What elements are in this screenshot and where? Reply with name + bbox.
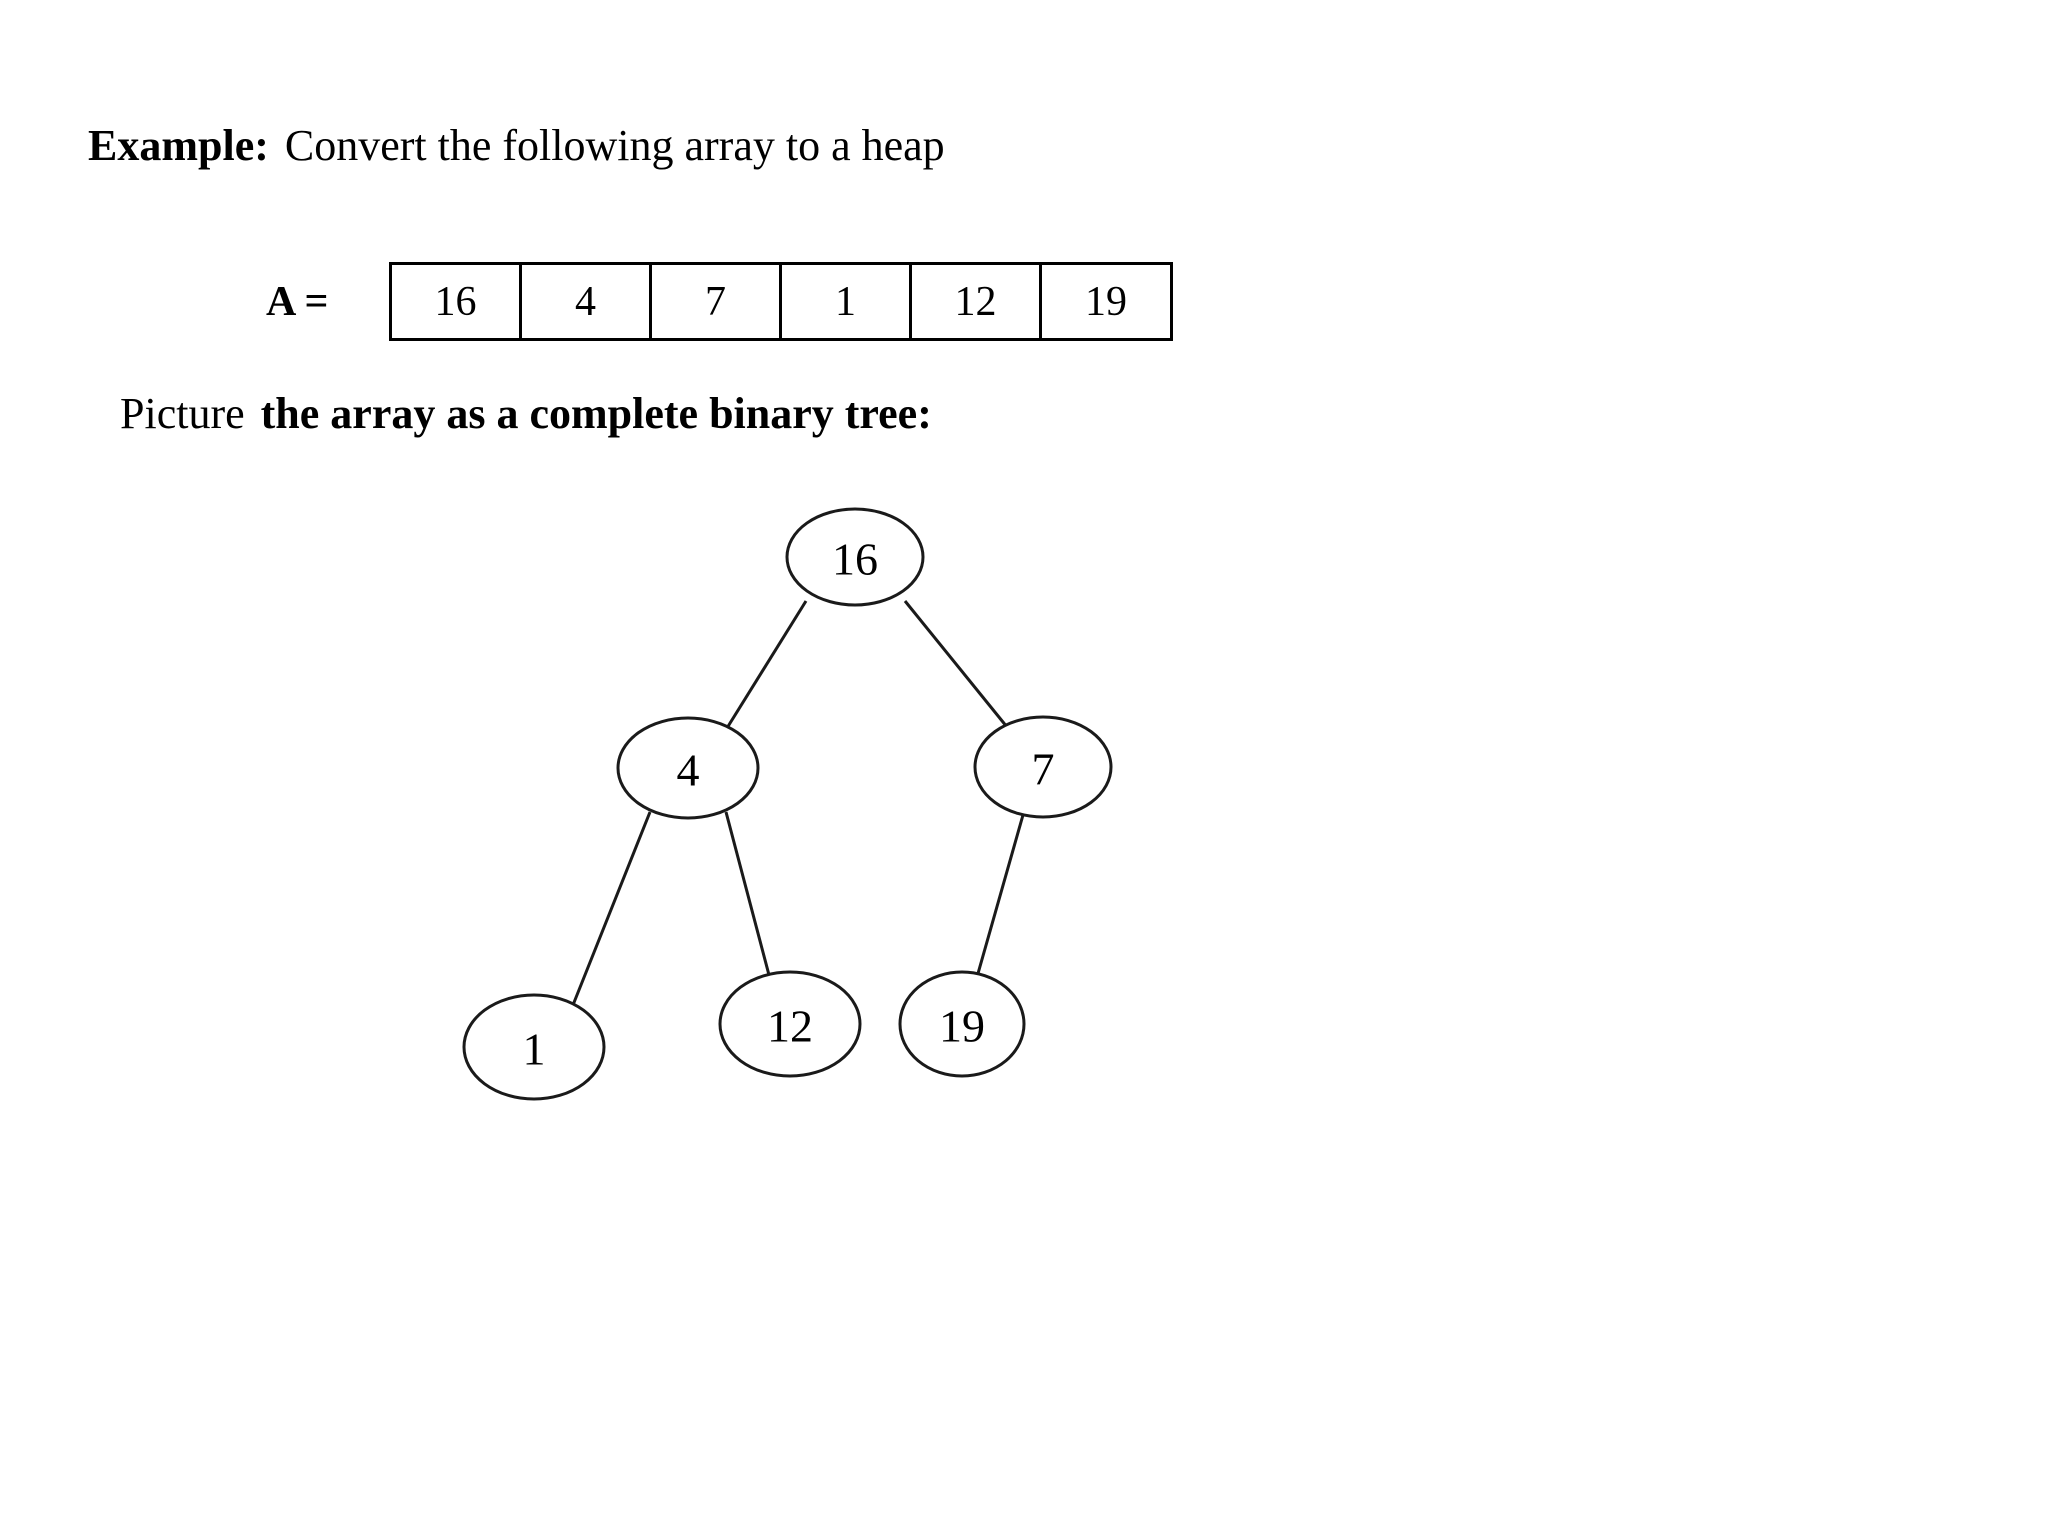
array-row: A = 16 4 7 1 12 19 [266, 262, 1173, 341]
node-circle-1[interactable] [462, 993, 606, 1101]
page-title-bold: Example: [88, 121, 269, 170]
node-circle-7[interactable] [973, 715, 1113, 819]
node-circle-16[interactable] [785, 507, 925, 607]
tree-node-root[interactable]: 16 [785, 507, 925, 607]
node-circle-19[interactable] [898, 970, 1026, 1078]
tree-node-right[interactable]: 7 [973, 715, 1113, 819]
edge-4-to-12 [724, 811, 771, 976]
edge-16-to-4 [725, 600, 808, 729]
node-label-12: 12 [767, 1001, 813, 1052]
page-title-normal: Convert the following array to a heap [284, 121, 945, 170]
page-title: Example: Convert the following array to a… [88, 121, 945, 170]
tree-edges [571, 600, 1025, 1006]
node-label-4: 4 [677, 745, 700, 796]
subtitle: Picture the array as a complete binary tr… [120, 389, 932, 438]
subtitle-bold: the array as a complete binary tree: [260, 389, 932, 438]
tree-node-leaf-19[interactable]: 19 [898, 970, 1026, 1078]
node-circle-12[interactable] [718, 970, 862, 1078]
node-circle-4[interactable] [616, 716, 760, 820]
array-cell-5[interactable]: 19 [1042, 265, 1170, 338]
tree-node-left[interactable]: 4 [616, 716, 760, 820]
array-cell-1[interactable]: 4 [522, 265, 652, 338]
array-cell-4[interactable]: 12 [912, 265, 1042, 338]
edge-4-to-1 [571, 811, 652, 1006]
node-label-1: 1 [523, 1024, 546, 1075]
array-cell-3[interactable]: 1 [782, 265, 912, 338]
array-label: A = [266, 278, 329, 325]
tree-node-leaf-1[interactable]: 1 [462, 993, 606, 1101]
node-label-19: 19 [939, 1001, 985, 1052]
edge-7-to-19 [975, 814, 1025, 978]
array-box: 16 4 7 1 12 19 [389, 262, 1173, 341]
subtitle-normal: Picture [120, 389, 245, 438]
array-cell-0[interactable]: 16 [392, 265, 522, 338]
array-cell-2[interactable]: 7 [652, 265, 782, 338]
edge-16-to-7 [903, 600, 1009, 728]
tree-node-leaf-12[interactable]: 12 [718, 970, 862, 1078]
node-label-7: 7 [1032, 744, 1055, 795]
node-label-16: 16 [832, 534, 878, 585]
